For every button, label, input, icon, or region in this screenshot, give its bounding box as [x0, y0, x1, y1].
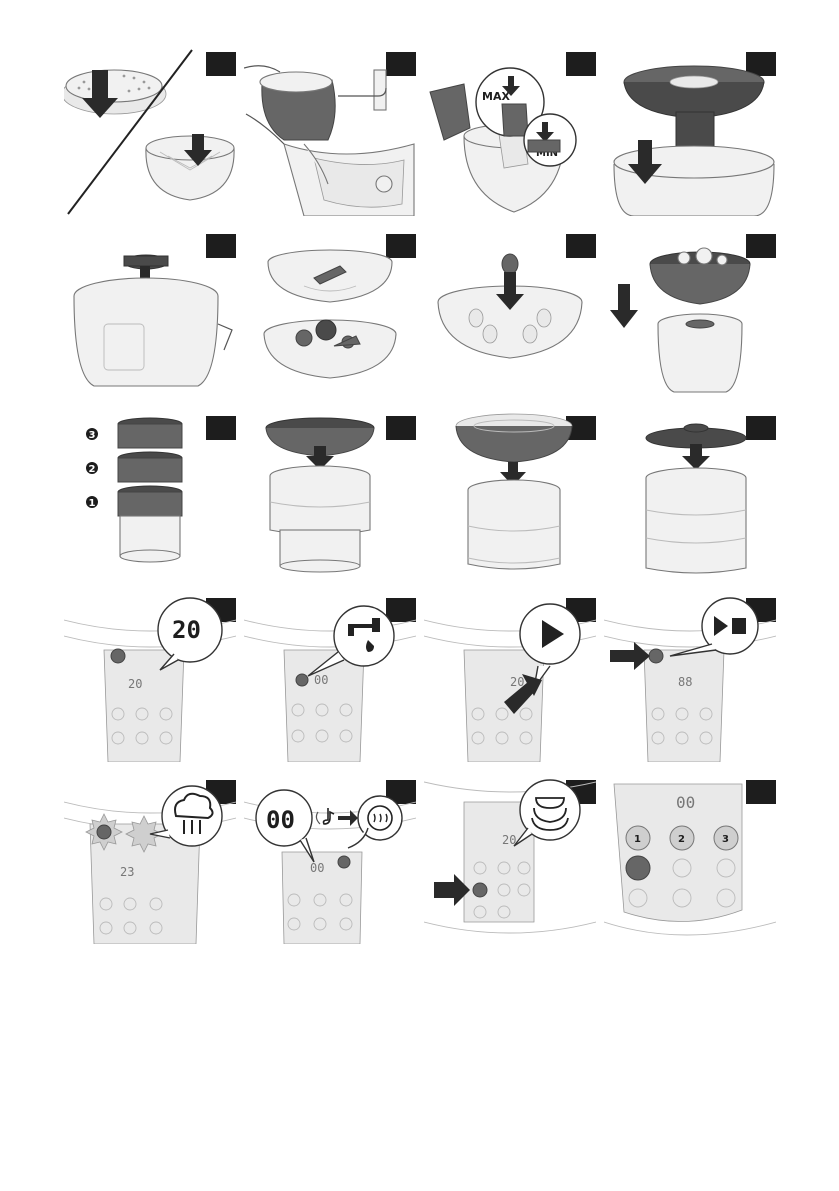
place-collector-icon: [604, 44, 776, 216]
start-stop-button-icon: 88: [604, 590, 776, 762]
panel-12: [604, 408, 776, 580]
basket-select-icon: 20: [424, 772, 596, 944]
max-label: MAX: [482, 90, 510, 103]
water-warning-icon: 00: [244, 590, 416, 762]
basket-button-1: 1: [634, 834, 641, 845]
panel-10: [244, 408, 416, 580]
basket-number-1: 1: [89, 498, 96, 509]
panel-3: MAX MIN: [424, 44, 596, 216]
basket-button-3: 3: [722, 834, 729, 845]
panel-5: [64, 226, 236, 398]
panel-4: [604, 44, 776, 216]
panel-14: 00: [244, 590, 416, 762]
panel-6: [244, 226, 416, 398]
egg-holder-icon: [424, 226, 596, 398]
basket-number-2: 2: [89, 464, 96, 475]
basket-number-3: 3: [89, 430, 96, 441]
timer-display: 00: [266, 806, 295, 834]
panel-11: [424, 408, 596, 580]
stack-baskets-icon: 3 2 1: [64, 408, 236, 580]
panel-display: 00: [314, 673, 328, 687]
panel-display: 00: [676, 793, 695, 812]
fill-water-tank-icon: [244, 44, 416, 216]
place-lid-insert-icon: [64, 226, 236, 398]
panel-7: [424, 226, 596, 398]
panel-20: 00 1 2 3: [604, 772, 776, 944]
control-panel-time-icon: 20 20: [64, 590, 236, 762]
keep-warm-icon: 00 00: [244, 772, 416, 944]
place-basket-on-base-icon: [604, 226, 776, 398]
water-level-max-min-icon: MAX MIN: [424, 44, 596, 216]
start-button-icon: 20: [424, 590, 596, 762]
panel-17: 23: [64, 772, 236, 944]
panel-9: 3 2 1: [64, 408, 236, 580]
panel-15: 20: [424, 590, 596, 762]
illustration-grid: MAX MIN: [64, 44, 778, 944]
panel-2: [244, 44, 416, 216]
panel-display: 88: [678, 675, 692, 689]
stack-bowl-icon: [244, 408, 416, 580]
panel-19: 20: [424, 772, 596, 944]
time-display: 20: [172, 616, 201, 644]
panel-display: 00: [310, 861, 324, 875]
panel-16: 88: [604, 590, 776, 762]
steam-basket-insert-icon: [64, 44, 236, 216]
panel-display: 20: [128, 677, 142, 691]
stack-rice-bowl-icon: [424, 408, 596, 580]
panel-18: 00 00: [244, 772, 416, 944]
put-food-in-basket-icon: [244, 226, 416, 398]
basket-button-2: 2: [678, 834, 685, 845]
panel-1: [64, 44, 236, 216]
steaming-icon: 23: [64, 772, 236, 944]
panel-8: [604, 226, 776, 398]
place-lid-icon: [604, 408, 776, 580]
panel-13: 20 20: [64, 590, 236, 762]
basket-level-buttons-icon: 00 1 2 3: [604, 772, 776, 944]
panel-display: 23: [120, 865, 134, 879]
